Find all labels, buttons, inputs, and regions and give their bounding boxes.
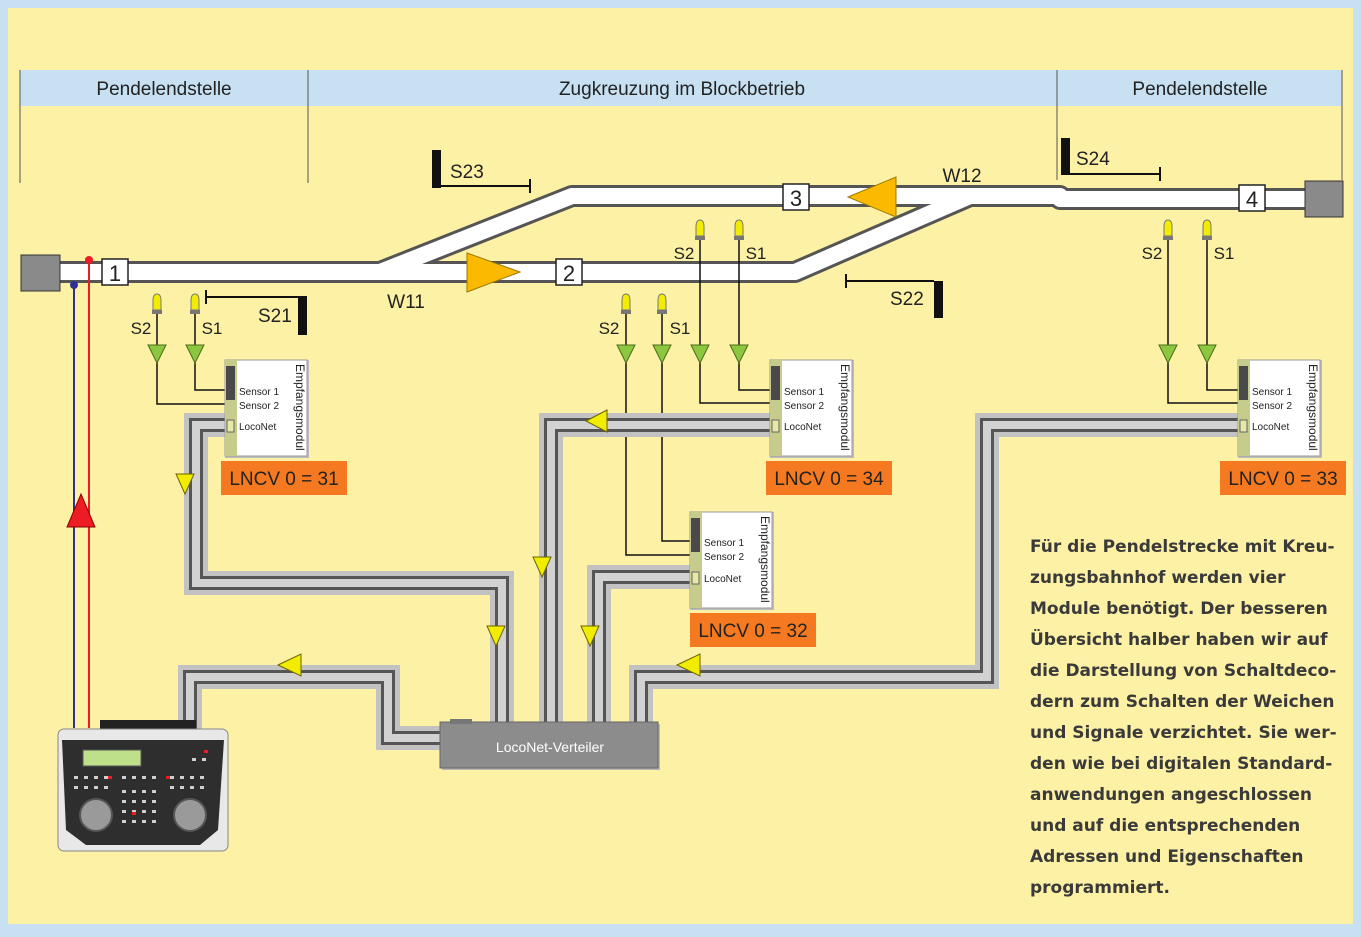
sensor-bulb-s1-m32 [656,293,668,315]
description-text: Für die Pendelstrecke mit Kreu- zungsbah… [1030,537,1337,898]
block-4-box [1238,184,1266,212]
sensor-bulb-s2-m33 [1162,219,1174,241]
sensor-s2-label-m32: S2 [599,319,620,338]
lncv-32-label: LNCV 0 = 32 [698,621,807,642]
power-direction-arrow [66,492,96,528]
train-direction-arrow-left [846,176,897,218]
lncv-34-label: LNCV 0 = 34 [774,469,884,490]
module-31-sensor2-label: Sensor 2 [239,401,279,412]
loconet-distributor: LocoNet-Verteiler [439,719,660,770]
signal-s23-label: S23 [450,162,484,183]
signal-s24-label: S24 [1076,149,1110,170]
lncv-34-box [766,461,892,495]
signal-s24: S24 [1061,138,1161,181]
module-32-sensor2-label: Sensor 2 [704,552,744,563]
power-feed [66,256,96,728]
sensor-bulb-s2-m32 [620,293,632,315]
module-34-loconet-label: LocoNet [784,422,821,433]
module-33-title: Empfangsmodul [1306,364,1320,451]
sensor-s1-label-m34: S1 [746,244,767,263]
sensor-s1-label-m31: S1 [202,319,223,338]
module-32-title: Empfangsmodul [758,516,772,603]
sensor-s2-label-m33: S2 [1142,244,1163,263]
lncv-32-box [690,613,816,647]
receiver-module-34: Sensor 1 Sensor 2 LocoNet Empfangsmodul [769,359,855,459]
receiver-module-33: Sensor 1 Sensor 2 LocoNet Empfangsmodul [1237,359,1323,459]
sensor-s2-label-m31: S2 [131,319,152,338]
signal-s22-label: S22 [890,289,924,310]
module-34-title: Empfangsmodul [838,364,852,451]
loconet-distributor-label: LocoNet-Verteiler [496,739,605,755]
sensor-bulb-s1-m34 [733,219,745,241]
train-direction-arrow-right [466,252,522,293]
sensor-s2-label-m34: S2 [674,244,695,263]
module-34-sensor1-label: Sensor 1 [784,387,824,398]
block-2-label: 2 [563,261,575,286]
switch-w12-label: W12 [942,166,981,187]
loconet-direction-markers [175,409,701,677]
block-3-box [782,183,810,211]
receiver-module-32: Sensor 1 Sensor 2 LocoNet Empfangsmodul [689,511,775,611]
module-31-sensor1-label: Sensor 1 [239,387,279,398]
sensor-bulb-s2-m31 [151,293,163,315]
block-1-label: 1 [109,261,121,286]
lncv-31-label: LNCV 0 = 31 [229,469,338,490]
track-layout [20,180,1344,292]
switch-w11-label: W11 [387,292,425,313]
signal-s21-label: S21 [258,306,292,327]
lncv-33-box [1220,461,1346,495]
module-34-sensor2-label: Sensor 2 [784,401,824,412]
module-33-sensor1-label: Sensor 1 [1252,387,1292,398]
sensor-s1-label-m33: S1 [1214,244,1235,263]
section-right-label: Pendelendstelle [1132,79,1267,100]
lncv-33-label: LNCV 0 = 33 [1228,469,1337,490]
block-2-box [555,258,583,286]
sensor-bulb-s1-m33 [1201,219,1213,241]
buffer-stop-left [20,254,61,292]
module-31-loconet-label: LocoNet [239,422,276,433]
section-center-label: Zugkreuzung im Blockbetrieb [559,79,805,100]
lncv-31-box [221,461,347,495]
module-32-sensor1-label: Sensor 1 [704,538,744,549]
sensor-bulb-s1-m31 [189,293,201,315]
block-1-box [101,258,129,286]
sensor-bulb-s2-m34 [694,219,706,241]
central-control-unit [57,720,229,852]
signal-s21: S21 [205,290,307,335]
sensor-s1-label-m32: S1 [670,319,691,338]
block-3-label: 3 [790,186,802,211]
signal-s23: S23 [432,150,531,193]
sensor-wires [156,238,1238,556]
block-4-label: 4 [1246,187,1258,212]
receiver-module-31: Sensor 1 Sensor 2 LocoNet Empfangsmodul [224,359,310,459]
section-left-label: Pendelendstelle [96,79,231,100]
module-32-loconet-label: LocoNet [704,574,741,585]
module-33-sensor2-label: Sensor 2 [1252,401,1292,412]
buffer-stop-right [1304,180,1344,218]
module-31-title: Empfangsmodul [293,364,307,451]
signal-s22: S22 [845,274,943,318]
module-33-loconet-label: LocoNet [1252,422,1289,433]
